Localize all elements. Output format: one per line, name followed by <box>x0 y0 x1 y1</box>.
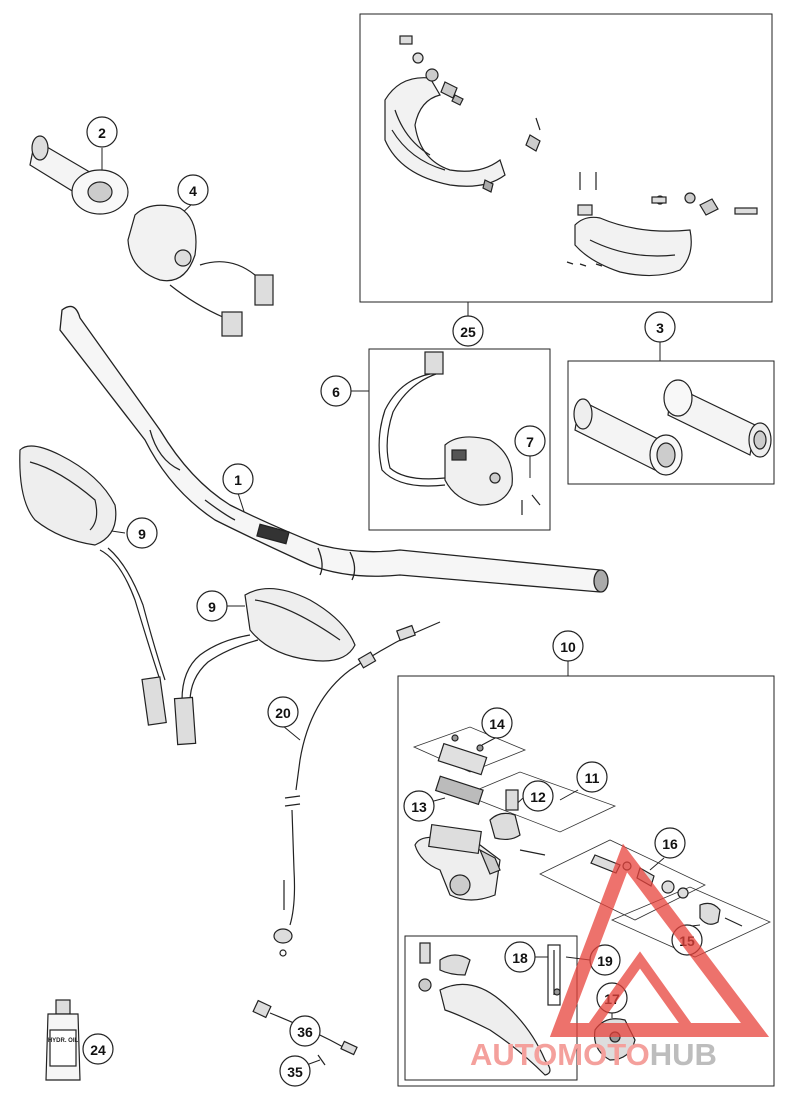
callout-9b-label: 9 <box>208 599 216 615</box>
hydraulic-oil-bottle <box>45 999 81 1081</box>
callout-1-label: 1 <box>234 472 242 488</box>
hand-guard-right <box>566 172 758 277</box>
callout-12-label: 12 <box>530 789 546 805</box>
callout-18-label: 18 <box>512 950 528 966</box>
switch-assembly <box>378 351 541 515</box>
callout-24-label: 24 <box>90 1042 106 1058</box>
watermark-part2: HUB <box>650 1037 717 1072</box>
callout-18 <box>504 941 536 973</box>
callout-11-label: 11 <box>585 770 600 786</box>
watermark-text: AUTOMOTOHUB <box>470 1037 717 1072</box>
box-brake-assembly <box>397 675 775 1087</box>
callout-25-label: 25 <box>460 324 476 340</box>
callout-35-label: 35 <box>287 1064 303 1080</box>
box-hand-guards <box>359 13 773 303</box>
callout-1 <box>222 463 254 495</box>
callout-20-label: 20 <box>275 705 291 721</box>
hand-guard-left <box>384 35 541 193</box>
callout-6 <box>320 375 352 407</box>
callout-14 <box>481 707 513 739</box>
callouts <box>82 116 703 1087</box>
callout-3-label: 3 <box>656 320 664 336</box>
callout-9b <box>196 590 228 622</box>
callout-3 <box>644 311 676 343</box>
callout-35 <box>279 1055 311 1087</box>
callout-2 <box>86 116 118 148</box>
callout-19-label: 19 <box>597 953 613 969</box>
box-grips <box>567 360 775 485</box>
callout-4 <box>177 174 209 206</box>
callout-25 <box>452 315 484 347</box>
callout-9a <box>126 517 158 549</box>
callout-16-label: 16 <box>662 836 678 852</box>
callout-11 <box>576 761 608 793</box>
callout-7 <box>514 425 546 457</box>
mirror-right <box>173 587 356 746</box>
callout-20 <box>267 696 299 728</box>
callout-14-label: 14 <box>489 716 505 732</box>
callout-9a-label: 9 <box>138 526 146 542</box>
callout-13 <box>403 790 435 822</box>
callout-36-label: 36 <box>297 1024 313 1040</box>
box-switch <box>368 348 551 531</box>
callout-labels: 1 2 3 4 6 7 9 9 10 11 12 13 14 15 16 17 … <box>90 125 695 1080</box>
callout-10 <box>552 630 584 662</box>
box-lever <box>404 935 578 1081</box>
box-kit-11 <box>463 771 617 833</box>
callout-4-label: 4 <box>189 183 197 199</box>
clutch-cable <box>273 621 441 957</box>
brake-lever <box>418 942 561 1076</box>
callout-7-label: 7 <box>526 434 534 450</box>
callout-12 <box>522 780 554 812</box>
callout-2-label: 2 <box>98 125 106 141</box>
callout-16 <box>654 827 686 859</box>
callout-10-label: 10 <box>560 639 576 655</box>
brake-master-cylinder <box>414 734 546 901</box>
callout-6-label: 6 <box>332 384 340 400</box>
callout-13-label: 13 <box>411 799 427 815</box>
watermark-logo <box>549 843 770 1037</box>
watermark-part1: AUTOMOTO <box>470 1037 650 1072</box>
throttle-housing <box>127 204 274 337</box>
brake-light-switch <box>252 999 358 1066</box>
callout-36 <box>289 1015 321 1047</box>
bottle-label: HYDR. OIL <box>48 1038 79 1044</box>
throttle-grip <box>29 135 129 215</box>
mirror-left <box>19 445 167 726</box>
callout-24 <box>82 1033 114 1065</box>
handlebar <box>59 305 609 593</box>
grip-pair <box>573 379 772 476</box>
leader-lines <box>101 148 701 1072</box>
